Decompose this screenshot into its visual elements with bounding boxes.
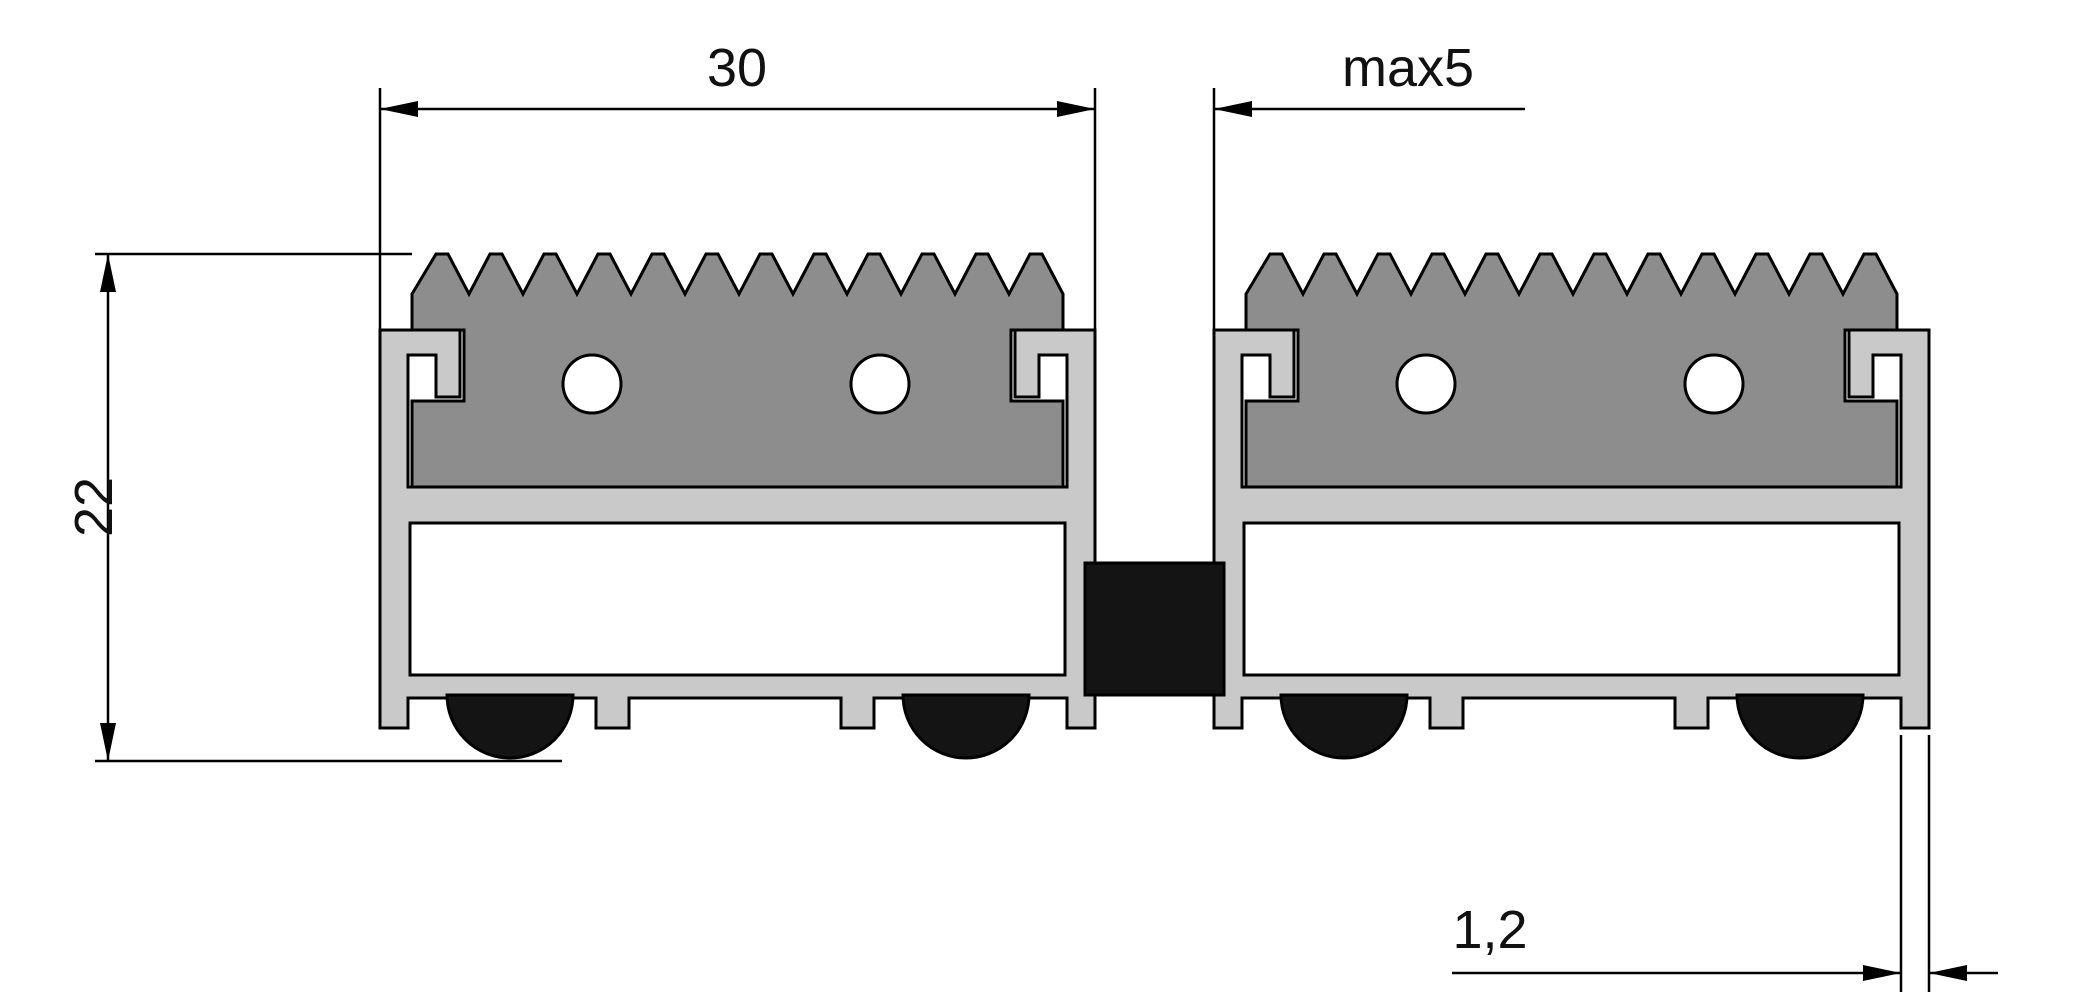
dimension-thickness: 1,2 [1452,735,1998,992]
connector-joint [1083,561,1226,697]
dim-label-height: 22 [64,477,124,537]
profile-left [378,252,1097,760]
arrowhead-left [380,101,418,117]
dim-label-width: 30 [707,38,767,98]
dimension-width: 30 [378,38,1095,332]
arrowhead-left [1863,965,1901,981]
dim-label-thickness: 1,2 [1452,900,1527,960]
dim-label-gap: max5 [1342,38,1474,98]
arrowhead-top [100,254,116,292]
dimension-height: 22 [64,252,562,763]
arrowhead-right [1929,965,1967,981]
profile-right [1212,252,1931,760]
arrowhead-right [1057,101,1095,117]
arrowhead-left [1214,101,1252,117]
dimension-gap: max5 [1093,38,1525,332]
arrowhead-bottom [100,723,116,761]
